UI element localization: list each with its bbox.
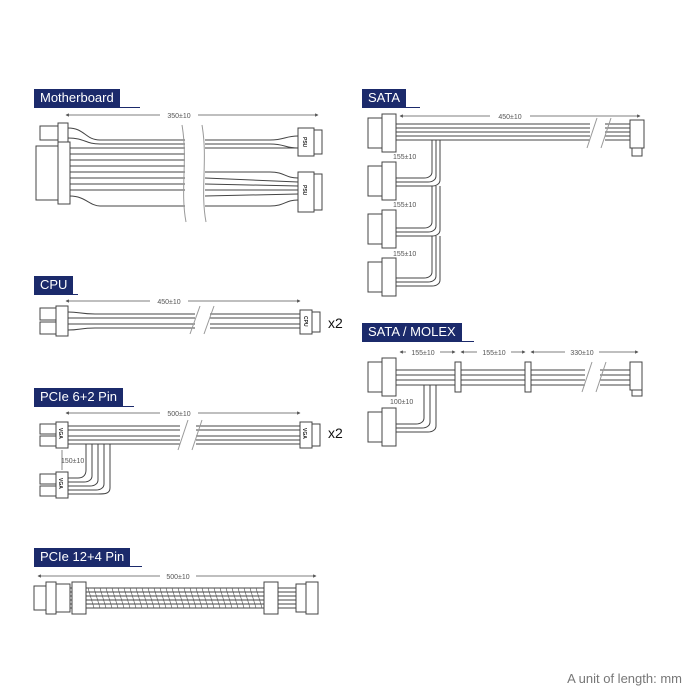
pcie62-psu-label: VGA: [301, 428, 307, 439]
pcie62-dimension: 500±10: [167, 411, 190, 418]
pcie124-cable: [33, 581, 319, 615]
cpu-connector-label: CPU: [302, 316, 308, 327]
sata-title-line: [362, 107, 420, 108]
pcie62-main-label: VGA: [57, 428, 63, 439]
pcie124-title: PCIe 12+4 Pin: [34, 548, 131, 566]
sata-title: SATA: [362, 89, 407, 107]
motherboard-cable: [35, 122, 323, 223]
sata-cable: [367, 113, 645, 297]
sata-molex-dim-1-bg: [406, 347, 440, 356]
pcie124-sleeve-pattern: [87, 587, 263, 609]
cpu-cable: [39, 305, 321, 337]
sata-gap-2: 155±10: [393, 202, 416, 209]
cpu-title-line: [34, 294, 78, 295]
pcie62-branch-label: VGA: [57, 478, 63, 489]
motherboard-psu-label-1: PSU: [301, 137, 307, 148]
unit-note: A unit of length: mm: [567, 671, 682, 686]
sata-molex-dimension-3: 330±10: [570, 350, 593, 357]
cpu-dimension: 450±10: [157, 299, 180, 306]
sata-gap-3: 155±10: [393, 251, 416, 258]
cpu-title: CPU: [34, 276, 74, 294]
sata-molex-dimension-2: 155±10: [482, 350, 505, 357]
pcie62-branch-dimension: 150±10: [61, 458, 84, 465]
sata-gap-1: 155±10: [393, 154, 416, 161]
motherboard-dimension: 350±10: [167, 113, 190, 120]
sata-molex-title-line: [362, 341, 474, 342]
motherboard-psu-label-2: PSU: [301, 185, 307, 196]
sata-molex-dim-2-bg: [477, 347, 511, 356]
pcie124-title-line: [34, 566, 142, 567]
sata-molex-cable: [367, 357, 643, 447]
pcie62-title-line: [34, 406, 134, 407]
pcie124-dimension: 500±10: [166, 574, 189, 581]
sata-molex-dimension-1: 155±10: [411, 350, 434, 357]
sata-molex-title: SATA / MOLEX: [362, 323, 462, 341]
motherboard-title: Motherboard: [34, 89, 120, 107]
sata-molex-branch-dimension: 100±10: [390, 399, 413, 406]
pcie62-cable: [39, 419, 321, 499]
motherboard-title-line: [34, 107, 140, 108]
cpu-multiplier: x2: [328, 315, 343, 331]
pcie62-multiplier: x2: [328, 425, 343, 441]
sata-dimension: 450±10: [498, 114, 521, 121]
pcie62-title: PCIe 6+2 Pin: [34, 388, 123, 406]
sata-molex-dim-3-bg: [565, 347, 599, 356]
